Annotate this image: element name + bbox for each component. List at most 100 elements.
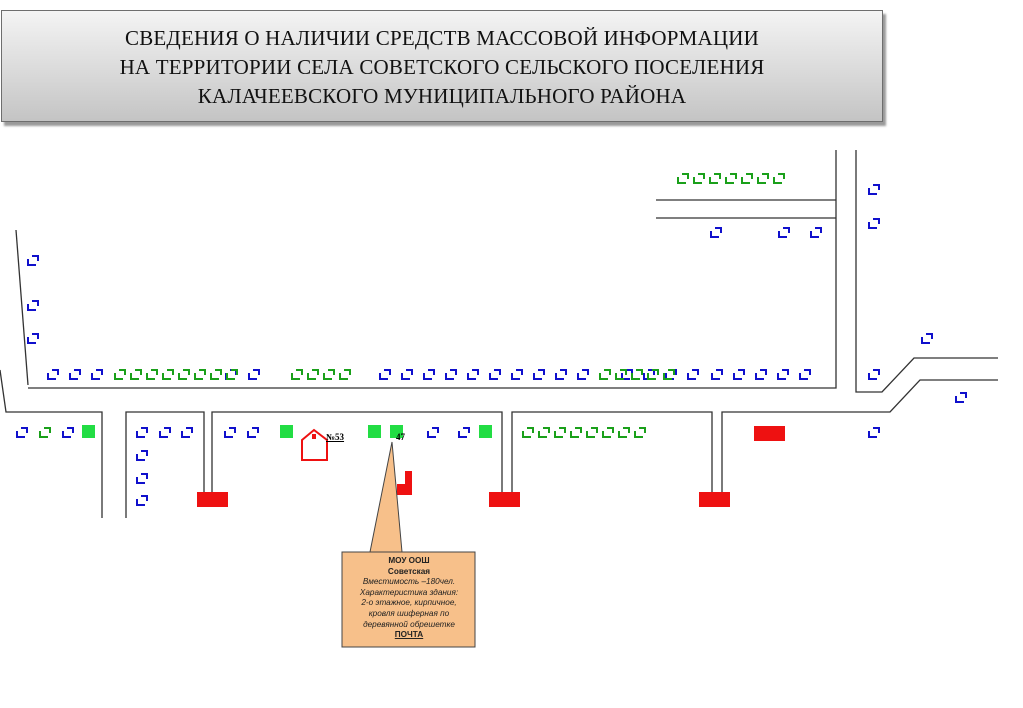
roads [0,150,998,518]
house-green-67 [538,427,550,438]
house-blue-39 [599,369,611,380]
house-blue-11 [810,227,822,238]
house-green-79 [757,173,769,184]
house-blue-43 [687,369,699,380]
house-green-57 [291,369,303,380]
house-blue-15 [159,427,171,438]
house-green-58 [307,369,319,380]
house-blue-12 [16,427,28,438]
house-green-81 [39,427,51,438]
house-blue-31 [423,369,435,380]
callout-line3: 2-о этажное, кирпичное, [361,598,457,608]
title-line-2: НА ТЕРРИТОРИИ СЕЛА СОВЕТСКОГО СЕЛЬСКОГО … [119,55,765,79]
house-green-59 [323,369,335,380]
green-marker-2 [368,425,381,438]
house-green-68 [554,427,566,438]
house-blue-26 [91,369,103,380]
red-marker-3 [754,426,785,441]
red-marker-small [397,471,412,495]
house-blue-30 [401,369,413,380]
callout-box [341,551,476,648]
house-green-74 [677,173,689,184]
house-green-51 [146,369,158,380]
road-line-9 [855,150,998,393]
house-blue-0 [27,255,39,266]
road-line-5 [721,379,998,495]
house-blue-4 [868,218,880,229]
school-window [312,434,316,439]
house-green-62 [615,369,627,380]
callout-text: МОУ ООШ Советская Вместимость –180чел. Х… [345,556,473,641]
house-blue-32 [445,369,457,380]
markers [82,425,785,507]
house-blue-8 [868,427,880,438]
house-green-49 [114,369,126,380]
green-marker-4 [479,425,492,438]
house-blue-7 [955,392,967,403]
callout-post: ПОЧТА [394,630,424,640]
house-blue-3 [868,184,880,195]
school-outline [301,428,328,461]
house-blue-14 [136,427,148,438]
school-building-icon [301,428,328,461]
house-blue-46 [755,369,767,380]
house-green-53 [178,369,190,380]
house-green-78 [741,173,753,184]
house-blue-38 [577,369,589,380]
house-green-75 [693,173,705,184]
house-green-52 [162,369,174,380]
house-green-64 [647,369,659,380]
red-marker-1 [489,492,520,507]
house-blue-2 [27,333,39,344]
house-blue-34 [489,369,501,380]
house-green-70 [586,427,598,438]
house-blue-20 [224,427,236,438]
house-blue-1 [27,300,39,311]
house-blue-18 [136,473,148,484]
house-green-61 [599,369,611,380]
green-marker-0 [82,425,95,438]
house-green-55 [210,369,222,380]
house-green-72 [618,427,630,438]
green-marker-3 [390,425,403,438]
house-blue-37 [555,369,567,380]
house-blue-19 [136,495,148,506]
red-marker-0 [197,492,228,507]
callout-line2: Характеристика здания: [359,587,459,597]
road-line-6 [28,150,837,389]
house-blue-36 [533,369,545,380]
label-building-47: 47 [396,432,405,442]
house-blue-28 [248,369,260,380]
road-line-3 [211,411,503,495]
house-blue-33 [467,369,479,380]
house-green-50 [130,369,142,380]
house-blue-25 [69,369,81,380]
house-blue-6 [868,369,880,380]
title-line-3: КАЛАЧЕЕВСКОГО МУНИЦИПАЛЬНОГО РАЙОНА [197,84,687,108]
house-blue-29 [379,369,391,380]
house-blue-45 [733,369,745,380]
callout-line5: деревянной обрешетке [363,619,455,629]
green-marker-1 [280,425,293,438]
house-blue-17 [136,450,148,461]
title-box: СВЕДЕНИЯ О НАЛИЧИИ СРЕДСТВ МАССОВОЙ ИНФО… [1,10,883,122]
house-blue-21 [247,427,259,438]
houses [16,173,967,506]
house-green-60 [339,369,351,380]
house-green-77 [725,173,737,184]
callout-line4: кровля шиферная по [368,608,450,618]
house-green-73 [634,427,646,438]
road-line-2 [125,411,205,518]
house-blue-35 [511,369,523,380]
callout-name2: Советская [387,566,431,576]
school-callout [341,441,476,648]
house-blue-10 [778,227,790,238]
house-blue-13 [62,427,74,438]
house-green-54 [194,369,206,380]
house-green-76 [709,173,721,184]
callout-pointer [369,441,403,553]
road-line-1 [0,369,103,518]
house-blue-48 [799,369,811,380]
house-blue-16 [181,427,193,438]
